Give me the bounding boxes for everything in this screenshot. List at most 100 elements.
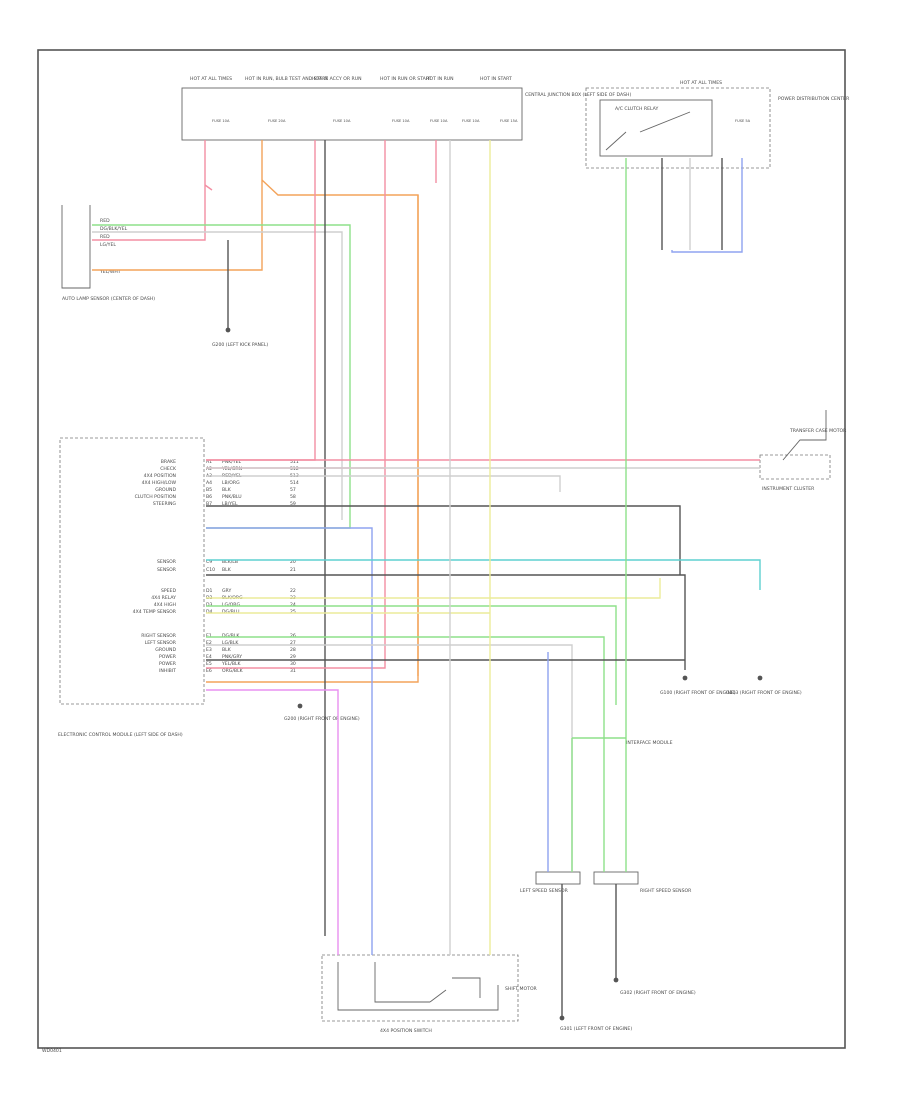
- fuse-1: FUSE 10A: [212, 119, 230, 123]
- ecu-pin-wire: YEL/BLK: [221, 661, 242, 667]
- relay-label: A/C CLUTCH RELAY: [615, 106, 658, 112]
- ecu-pin-name: SENSOR: [157, 559, 177, 565]
- ecu-pin-wire: BLK/LB: [222, 559, 238, 565]
- fuse-panel-label: CENTRAL JUNCTION BOX (LEFT SIDE OF DASH): [525, 92, 631, 98]
- left-speed-sensor-label: LEFT SPEED SENSOR: [520, 888, 569, 894]
- wire-pink: [206, 140, 316, 461]
- ecu-pin-wire: LG/BLK: [222, 640, 239, 646]
- pdc-label: POWER DISTRIBUTION CENTER: [778, 96, 850, 102]
- ecu-pin-wire: BLK: [222, 647, 232, 653]
- ecu-pin-circuit: 511: [290, 459, 299, 465]
- fuse-panel: HOT AT ALL TIMES HOT IN RUN, BULB TEST A…: [181, 76, 631, 141]
- ecu-pin-circuit: 31: [290, 668, 296, 674]
- ecu-pin-circuit: 29: [290, 654, 296, 660]
- ecu-pin-wire: DG/BLK: [222, 633, 240, 639]
- position-switch: 4X4 POSITION SWITCH SHIFT MOTOR: [321, 954, 538, 1034]
- ecu-pin-id: C9: [206, 559, 212, 565]
- ecu-pin-wire: BLK: [222, 567, 232, 573]
- ecu-pin-circuit: 26: [290, 633, 296, 639]
- ecu-pin-wire: PNK/YEL: [222, 459, 241, 465]
- wire-orange: [92, 140, 263, 271]
- g200b-label: G200 (RIGHT FRONT OF ENGINE): [284, 716, 360, 722]
- auto-lamp-sensor: RED DG/BLK/YEL RED LG/YEL YEL/WHT AUTO L…: [61, 205, 155, 302]
- wire-gray: [206, 475, 561, 492]
- interface-label: INTERFACE MODULE: [626, 740, 673, 746]
- g100-label: G100 (RIGHT FRONT OF ENGINE): [660, 690, 736, 696]
- ecu-pin-id: A4: [206, 480, 212, 486]
- transfer-case-label: TRANSFER CASE MOTOR: [789, 428, 847, 434]
- ecu-pin-circuit: 20: [290, 559, 296, 565]
- fuse-4: FUSE 10A: [392, 119, 410, 123]
- ecu-pin-id: E3: [206, 647, 212, 653]
- wire-gray: [92, 231, 343, 520]
- ecu-pin-id: B6: [206, 494, 212, 500]
- fuse-5: FUSE 10A: [430, 119, 448, 123]
- ecu-pin-circuit: 28: [290, 647, 296, 653]
- sensor-pin-2: DG/BLK/YEL: [100, 226, 128, 232]
- ecu-pin-name: 4X4 HIGH/LOW: [142, 480, 177, 486]
- ecu-pin-circuit: 22: [290, 588, 296, 594]
- ecu-pin-name: SPEED: [161, 588, 176, 594]
- pdc-fuse: FUSE 5A: [735, 119, 751, 123]
- g103-label: G103 (RIGHT FRONT OF ENGINE): [726, 690, 802, 696]
- ecu-pin-id: D1: [206, 588, 213, 594]
- ecu-pin-name: BRAKE: [161, 459, 176, 465]
- g302-label: G302 (RIGHT FRONT OF ENGINE): [620, 990, 696, 996]
- ecu-pin-circuit: 30: [290, 661, 296, 667]
- fuse-2: FUSE 20A: [268, 119, 286, 123]
- fuse-header-2: HOT IN ACCY OR RUN: [312, 76, 362, 82]
- wire-dark: [206, 574, 686, 670]
- wire-dark: [206, 505, 681, 575]
- wire-pink: [206, 140, 386, 469]
- ecu-pin-wire: DG/BLU: [222, 609, 240, 615]
- ecu-pin-id: A1: [206, 459, 212, 465]
- wire-harness: [92, 140, 761, 1018]
- ecu-pin-circuit: 512: [290, 466, 299, 472]
- ground-g200: G200 (LEFT KICK PANEL): [212, 280, 268, 348]
- fuse-header-1: HOT IN RUN, BULB TEST AND START: [245, 76, 328, 82]
- sensor-pin-4: LG/YEL: [100, 242, 116, 248]
- wire-green: [206, 636, 605, 872]
- ecu-pin-wire: PNK/BLU: [222, 494, 242, 500]
- switch-label: 4X4 POSITION SWITCH: [380, 1028, 432, 1034]
- ecu-pin-id: D3: [206, 602, 213, 608]
- ecu-pin-circuit: 59: [290, 501, 296, 507]
- right-grounds: G100 (RIGHT FRONT OF ENGINE) G103 (RIGHT…: [284, 675, 802, 746]
- right-speed-sensor-label: RIGHT SPEED SENSOR: [640, 888, 692, 894]
- ecu-pin-id: E6: [206, 668, 212, 674]
- wire-green: [206, 605, 617, 705]
- ecu-pin-name: GROUND: [155, 647, 176, 653]
- sensor-label: AUTO LAMP SENSOR (CENTER OF DASH): [62, 296, 155, 302]
- ecu-pin-circuit: 57: [290, 487, 296, 493]
- electronic-control-module: ELECTRONIC CONTROL MODULE (LEFT SIDE OF …: [58, 437, 299, 738]
- wire-pink: [92, 140, 206, 241]
- ecu-pin-circuit: 58: [290, 494, 296, 500]
- ecu-pin-circuit: 25: [290, 609, 296, 615]
- wire-blue: [206, 527, 373, 955]
- ecu-pin-wire: BLK: [222, 487, 232, 493]
- ecu-pin-id: D4: [206, 609, 213, 615]
- ecu-pin-id: C10: [206, 567, 215, 573]
- ecu-pin-name: 4X4 TEMP SENSOR: [133, 609, 177, 615]
- relay-box: HOT AT ALL TIMES A/C CLUTCH RELAY FUSE 5…: [585, 80, 850, 169]
- fuse-header-4: HOT IN RUN: [426, 76, 454, 82]
- fuse-7: FUSE 15A: [500, 119, 518, 123]
- ecu-pin-name: POWER: [159, 654, 177, 660]
- fuse-header-3: HOT IN RUN OR START: [380, 76, 432, 82]
- ecu-pin-name: GROUND: [155, 487, 176, 493]
- ecu-pin-id: A2: [206, 466, 212, 472]
- ecu-pin-circuit: 24: [290, 602, 296, 608]
- wire-gray: [206, 644, 573, 872]
- ecu-label: ELECTRONIC CONTROL MODULE (LEFT SIDE OF …: [58, 732, 183, 738]
- wire-violet: [206, 689, 339, 955]
- diagram-frame: [37, 49, 846, 1049]
- ecu-pin-id: E5: [206, 661, 212, 667]
- sensor-pin-6: YEL/WHT: [99, 269, 121, 275]
- fuse-6: FUSE 10A: [462, 119, 480, 123]
- ecu-pin-wire: ORG/BLK: [222, 668, 244, 674]
- ecu-pin-wire: PNK/GRY: [222, 654, 242, 660]
- diagram-code: WD0401: [42, 1048, 62, 1054]
- ecu-pin-name: CLUTCH POSITION: [135, 494, 176, 500]
- ground-symbol: [225, 327, 231, 333]
